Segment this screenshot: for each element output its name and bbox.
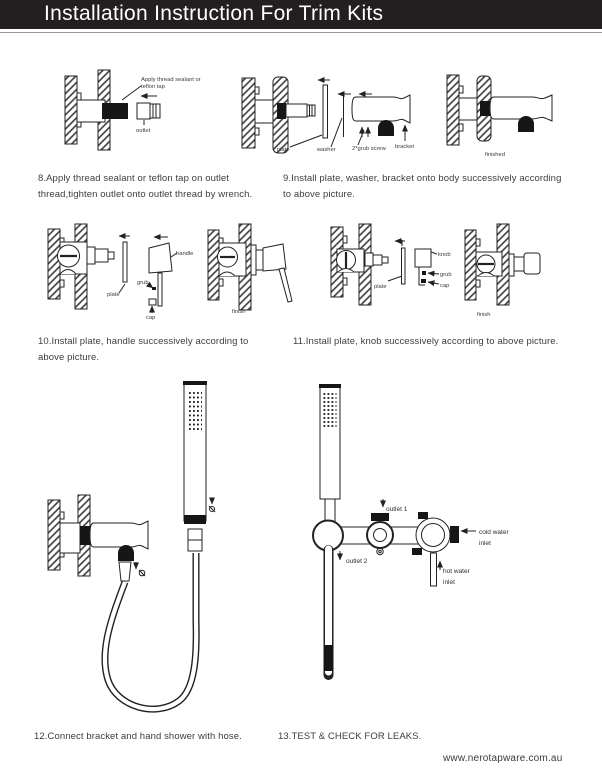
step9-diagram: plate washer 2*grub screw bracket <box>241 76 414 154</box>
bracket-clip <box>378 120 394 136</box>
leader-line <box>427 280 440 287</box>
bracket-clip <box>518 116 534 132</box>
finished-label: finished <box>485 152 505 158</box>
hot-water-label-line2: inlet <box>443 579 455 586</box>
step9-caption: 9.Install plate, washer, bracket onto bo… <box>283 171 561 203</box>
step10-finish-diagram: finish <box>207 223 293 315</box>
leader-line <box>121 85 142 101</box>
bracket-label: bracket <box>395 144 414 150</box>
cold-water-label-line2: inlet <box>479 540 491 547</box>
sealant-note-line2: teflon tap <box>141 84 165 90</box>
valve-body <box>458 97 491 121</box>
sealant-note-line1: Apply thread sealant or <box>141 77 201 83</box>
grub-label: grub <box>440 272 452 278</box>
plate-label: plate <box>277 147 290 153</box>
header-divider <box>0 32 602 33</box>
step8-diagram: Apply thread sealant or teflon tap outle… <box>64 69 201 151</box>
bracket-part <box>351 94 411 124</box>
bracket-clip <box>118 545 134 561</box>
step10-caption-line2: above picture. <box>38 352 100 363</box>
leader-line <box>330 117 343 148</box>
step8-caption-line2: thread,tighten outlet onto outlet thread… <box>38 189 253 200</box>
cap-part <box>421 279 426 283</box>
step8-caption-line1: 8.Apply thread sealant or teflon tap on … <box>38 173 230 184</box>
page-title: Installation Instruction For Trim Kits <box>44 2 384 25</box>
inlet-port <box>412 512 459 587</box>
handle-part <box>262 243 293 303</box>
bracket-part <box>89 520 149 550</box>
washer-label: washer <box>316 147 336 153</box>
valve-body <box>254 99 316 124</box>
plate-part <box>122 241 128 283</box>
step13-caption-line1: 13.TEST & CHECK FOR LEAKS. <box>278 731 422 742</box>
step10-caption-line1: 10.Install plate, handle successively ac… <box>38 336 249 347</box>
step11-caption: 11.Install plate, knob successively acco… <box>293 334 558 350</box>
hose-connector <box>118 561 132 582</box>
valve-body <box>57 241 115 275</box>
knob-part <box>523 252 541 275</box>
handle-label: handle <box>176 251 193 257</box>
step11-caption-line1: 11.Install plate, knob successively acco… <box>293 336 559 347</box>
handle-part <box>148 242 173 307</box>
plate-part <box>322 84 328 139</box>
valve-body <box>217 242 264 277</box>
outlet-part <box>136 102 161 120</box>
leader-line <box>427 270 440 277</box>
step9-caption-line2: to above picture. <box>283 189 355 200</box>
bracket-part <box>489 94 553 122</box>
leader-line <box>146 281 154 289</box>
hot-water-label-line1: hot water <box>443 568 471 575</box>
plate-part <box>401 247 406 285</box>
leader-line <box>387 275 403 282</box>
screw-icon <box>133 562 146 577</box>
step12-caption-line1: 12.Connect bracket and hand shower with … <box>34 731 242 742</box>
step8-caption: 8.Apply thread sealant or teflon tap on … <box>38 171 252 203</box>
knob-stem <box>418 267 425 286</box>
outlet2-label: outlet 2 <box>346 558 368 565</box>
step13-caption: 13.TEST & CHECK FOR LEAKS. <box>278 729 421 745</box>
step10-caption: 10.Install plate, handle successively ac… <box>38 334 248 366</box>
header-bar: Installation Instruction For Trim Kits <box>0 0 602 29</box>
grub-screw-label: 2*grub screw <box>352 146 387 152</box>
leader-line <box>357 129 365 146</box>
leader-line <box>430 251 438 255</box>
outlet-label: outlet <box>136 128 151 134</box>
valve-body <box>475 251 525 277</box>
knob-part <box>414 248 432 268</box>
cold-water-label-line1: cold water <box>479 529 509 536</box>
valve-body <box>336 248 389 273</box>
outlet1-port <box>366 513 394 556</box>
hand-shower <box>183 381 207 552</box>
valve-body <box>59 522 91 554</box>
finish-label: finish <box>477 312 491 318</box>
cap-label: cap <box>146 315 155 321</box>
plate-label: plate <box>107 292 120 298</box>
plate-label: plate <box>374 284 387 290</box>
cap-label: cap <box>440 283 449 289</box>
finish-label: finish <box>232 309 246 315</box>
grub-part <box>422 271 426 275</box>
shower-hose <box>101 553 200 713</box>
leader-line <box>170 252 178 258</box>
footer-url: www.nerotapware.com.au <box>443 753 563 764</box>
leader-line <box>118 283 126 294</box>
step12-diagram <box>47 381 216 713</box>
step11-diagram: plate knob grub cap <box>330 223 452 306</box>
step9-caption-line1: 9.Install plate, washer, bracket onto bo… <box>283 173 562 184</box>
step9-finished-diagram: finished <box>446 74 553 158</box>
shower-hose <box>323 545 334 680</box>
outlet1-label: outlet 1 <box>386 506 408 513</box>
screw-icon <box>208 497 216 513</box>
hand-shower <box>319 384 341 522</box>
step13-diagram: outlet 1 outlet 2 cold water inlet hot w… <box>312 384 509 680</box>
step11-finish-diagram: finish <box>464 223 541 318</box>
step10-diagram: handle plate grub cap <box>47 223 193 321</box>
knob-label: knob <box>438 252 451 258</box>
step12-caption: 12.Connect bracket and hand shower with … <box>34 729 242 745</box>
valve-body <box>76 99 128 123</box>
grub-label: grub <box>137 280 149 286</box>
leader-line <box>289 134 323 148</box>
